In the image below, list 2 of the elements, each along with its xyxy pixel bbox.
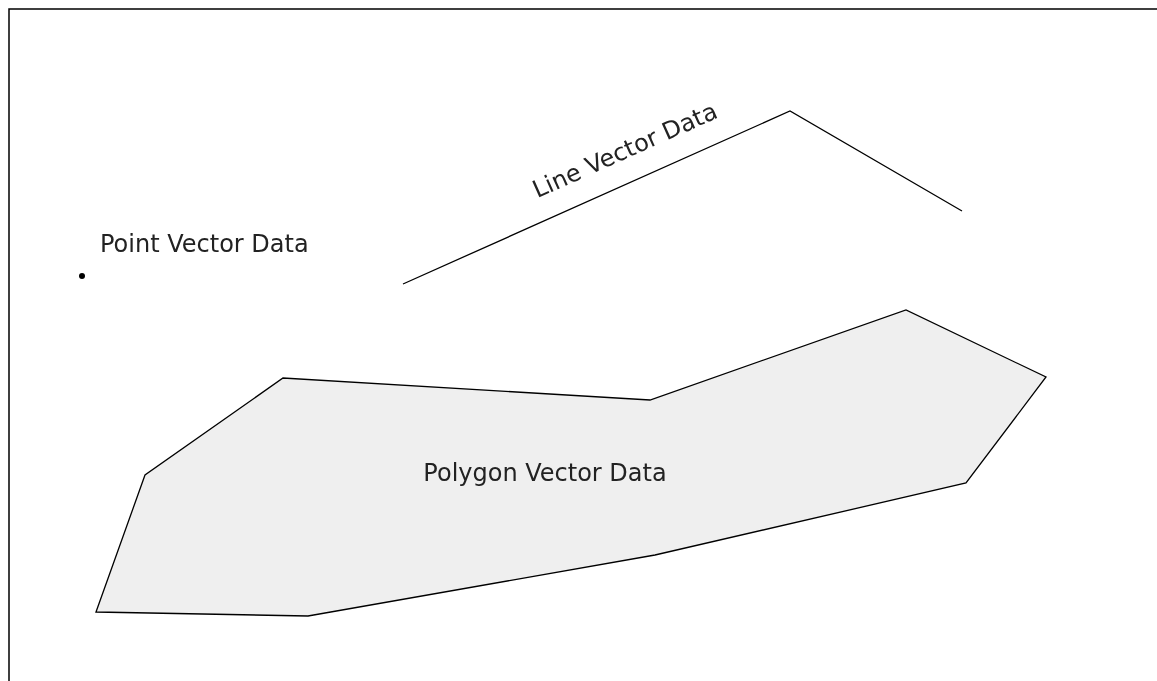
point-label: Point Vector Data <box>100 232 309 256</box>
polygon-label: Polygon Vector Data <box>423 461 667 485</box>
